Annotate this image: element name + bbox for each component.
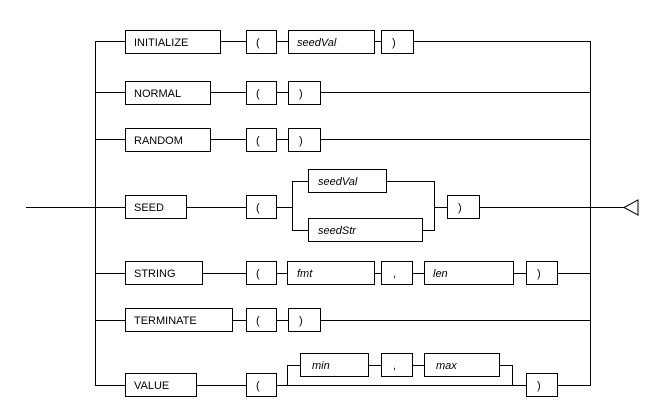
- param-len: len: [433, 268, 448, 280]
- open-paren-box: [246, 128, 277, 152]
- row-seed: SEED ( seedVal seedStr ): [125, 169, 480, 242]
- open-paren-box: [246, 373, 277, 397]
- row-value: VALUE ( min , max ): [125, 353, 558, 397]
- param-max: max: [436, 360, 457, 372]
- row-terminate: TERMINATE ( ): [125, 308, 321, 332]
- keyword-box-random: [125, 128, 211, 152]
- open-paren: (: [256, 315, 260, 327]
- close-paren: ): [299, 315, 303, 327]
- param-seedval: seedVal: [297, 37, 337, 49]
- param-box-seedval: [308, 169, 387, 193]
- param-box-fmt: [287, 261, 375, 285]
- param-min: min: [312, 360, 330, 372]
- keyword-box-seed: [125, 195, 187, 219]
- close-paren: ): [537, 380, 541, 392]
- close-paren-box: [526, 373, 558, 397]
- keyword-value: VALUE: [134, 380, 169, 392]
- keyword-box-initialize: [125, 30, 221, 54]
- keyword-string: STRING: [134, 268, 176, 280]
- row-normal: NORMAL ( ): [125, 81, 321, 105]
- param-box-min: [300, 353, 369, 377]
- row-string: STRING ( fmt , len ): [125, 261, 558, 285]
- keyword-terminate: TERMINATE: [134, 315, 197, 327]
- param-box-len: [424, 261, 514, 285]
- close-paren: ): [458, 202, 462, 214]
- comma: ,: [393, 360, 396, 372]
- param-box-seedval: [288, 30, 375, 54]
- keyword-initialize: INITIALIZE: [134, 37, 188, 49]
- close-paren: ): [537, 268, 541, 280]
- close-paren-box: [288, 81, 321, 105]
- close-paren-box: [288, 128, 321, 152]
- keyword-box-value: [125, 373, 197, 397]
- open-paren-box: [246, 81, 277, 105]
- row-random: RANDOM ( ): [125, 128, 321, 152]
- open-paren: (: [256, 202, 260, 214]
- close-paren: ): [299, 135, 303, 147]
- open-paren: (: [256, 135, 260, 147]
- close-paren-box: [381, 30, 414, 54]
- keyword-seed: SEED: [134, 202, 164, 214]
- close-paren-box: [447, 195, 480, 219]
- keyword-box-string: [125, 261, 203, 285]
- open-paren: (: [256, 37, 260, 49]
- param-fmt: fmt: [297, 268, 313, 280]
- open-paren-box: [246, 308, 277, 332]
- open-paren-box: [246, 195, 277, 219]
- comma: ,: [393, 268, 396, 280]
- close-paren: ): [392, 37, 396, 49]
- param-seedstr: seedStr: [318, 225, 357, 237]
- keyword-box-terminate: [125, 308, 233, 332]
- open-paren-box: [246, 30, 277, 54]
- open-paren: (: [256, 88, 260, 100]
- keyword-normal: NORMAL: [134, 88, 181, 100]
- comma-box: [381, 261, 413, 285]
- row-initialize: INITIALIZE ( seedVal ): [125, 30, 414, 54]
- param-seedval: seedVal: [318, 176, 358, 188]
- connector-lines: [26, 41, 625, 386]
- keyword-box-normal: [125, 81, 211, 105]
- keyword-random: RANDOM: [134, 135, 183, 147]
- param-box-max: [424, 353, 500, 377]
- open-paren: (: [256, 380, 260, 392]
- comma-box: [381, 353, 413, 377]
- param-box-seedstr: [308, 218, 423, 242]
- close-paren-box: [526, 261, 558, 285]
- open-paren: (: [256, 268, 260, 280]
- close-paren: ): [299, 88, 303, 100]
- end-arrow-icon: [622, 199, 639, 216]
- open-paren-box: [246, 261, 277, 285]
- close-paren-box: [288, 308, 321, 332]
